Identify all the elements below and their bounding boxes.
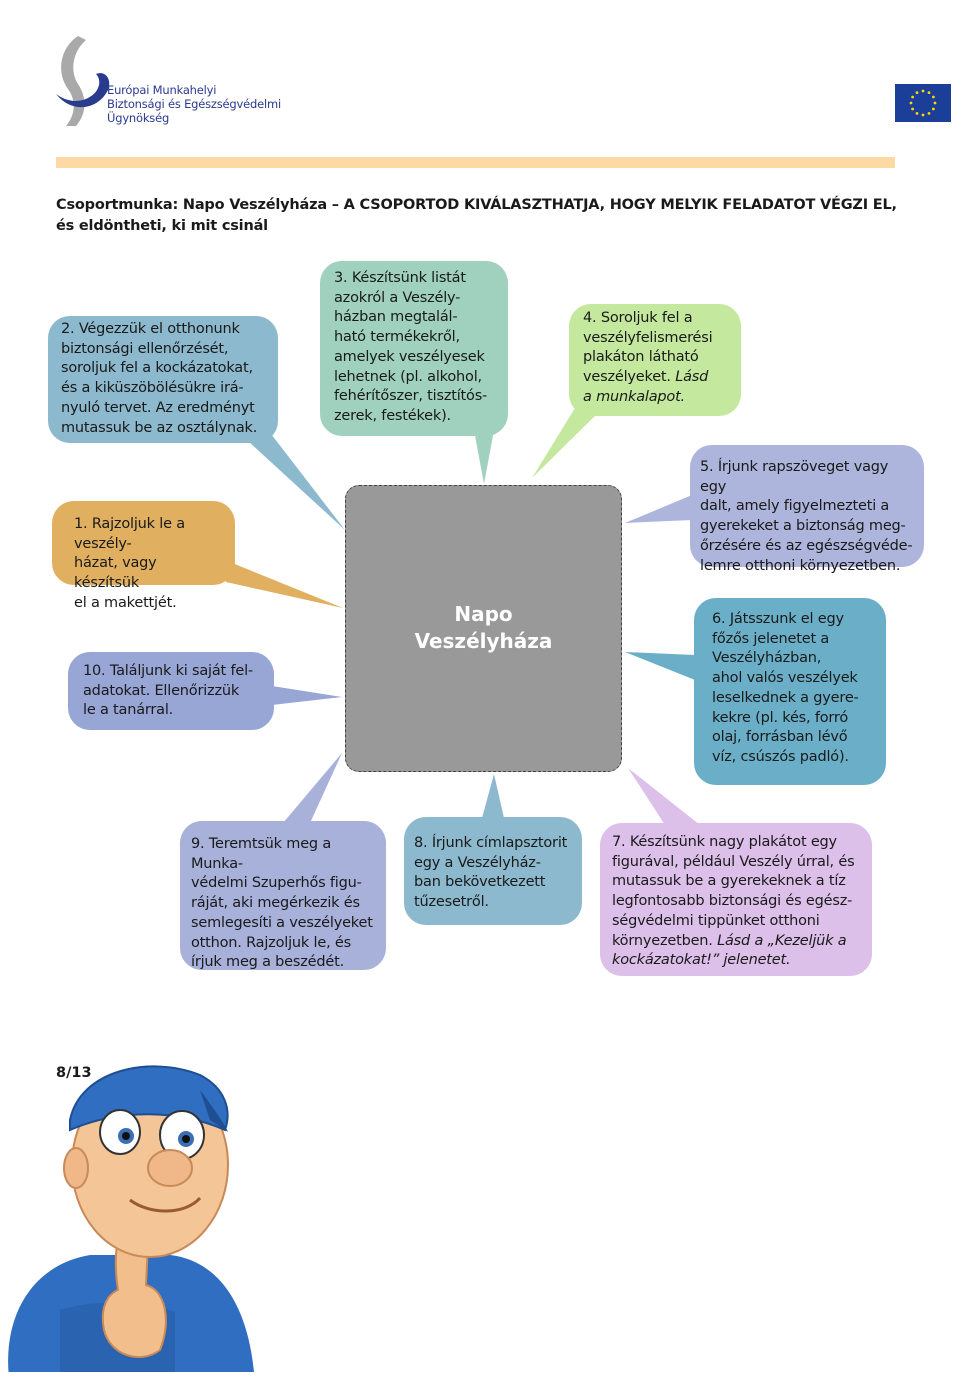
task-text-7: 7. Készítsünk nagy plakátot egy figuráva… [612,833,866,971]
page-title: Csoportmunka: Napo Veszélyháza – A CSOPO… [56,197,897,234]
agency-name-line-1: Európai Munkahelyi [107,83,217,97]
task-text-7-ref: Lásd a „Kezeljük a kockázatokat!” jelene… [612,932,847,969]
footer-accent-bar [0,1372,960,1385]
eu-flag-icon [895,84,951,122]
tail-bubble-9 [283,753,342,823]
page-number: 8/13 [56,1065,92,1081]
task-text-4-main: 4. Soroljuk fel a veszélyfelismerési pla… [583,310,713,386]
task-bubble-4: 4. Soroljuk fel a veszélyfelismerési pla… [569,304,741,416]
header-accent-bar [56,157,895,168]
task-text-4: 4. Soroljuk fel a veszélyfelismerési pla… [583,309,735,408]
tail-bubble-8 [482,774,504,818]
task-text-3: 3. Készítsünk listát azokról a Veszély- … [334,270,488,424]
task-bubble-8: 8. Írjunk címlapsztorit egy a Veszélyház… [404,817,582,925]
tail-bubble-6 [625,652,695,680]
task-bubble-5: 5. Írjunk rapszöveget vagy egy dalt, ame… [690,445,924,574]
task-text-9: 9. Teremtsük meg a Munka- védelmi Szuper… [191,836,373,971]
tail-bubble-4 [532,408,603,478]
center-house-box [345,485,622,772]
task-bubble-6: 6. Játsszunk el egy főzős jelenetet a Ve… [694,598,886,785]
tail-bubble-1 [220,558,343,608]
tail-bubble-10 [272,686,342,705]
task-text-6: 6. Játsszunk el egy főzős jelenetet a Ve… [712,611,859,765]
task-text-4-ref: Lásd a munkalapot. [583,369,709,405]
tail-bubble-5 [625,495,692,523]
task-bubble-2: 2. Végezzük el otthonunk biztonsági elle… [48,316,278,443]
task-bubble-9: 9. Teremtsük meg a Munka- védelmi Szuper… [180,821,386,970]
mascot-napo-icon [8,1065,255,1385]
tail-bubble-3 [474,430,494,484]
task-bubble-3: 3. Készítsünk listát azokról a Veszély- … [320,261,508,436]
task-bubble-10: 10. Találjunk ki saját fel- adatokat. El… [68,652,274,730]
tail-bubble-2 [236,430,345,530]
task-text-2: 2. Végezzük el otthonunk biztonsági elle… [61,321,258,436]
agency-name-line-2: Biztonsági és Egészségvédelmi [107,97,281,111]
center-label: Napo Veszélyháza [414,602,553,653]
agency-name: Európai Munkahelyi Biztonsági és Egészsé… [107,83,281,125]
task-text-5: 5. Írjunk rapszöveget vagy egy dalt, ame… [700,459,913,574]
task-text-1: 1. Rajzoljuk le a veszély- házat, vagy k… [74,516,185,611]
task-text-10: 10. Találjunk ki saját fel- adatokat. El… [83,663,253,719]
task-bubble-1: 1. Rajzoljuk le a veszély- házat, vagy k… [52,501,235,611]
task-text-7-main: 7. Készítsünk nagy plakátot egy figuráva… [612,834,855,949]
agency-logo-icon [56,36,110,126]
agency-name-line-3: Ügynökség [107,111,170,125]
task-bubble-7: 7. Készítsünk nagy plakátot egy figuráva… [600,823,872,976]
task-text-8: 8. Írjunk címlapsztorit egy a Veszélyház… [414,835,568,911]
tail-bubble-7 [628,768,700,825]
